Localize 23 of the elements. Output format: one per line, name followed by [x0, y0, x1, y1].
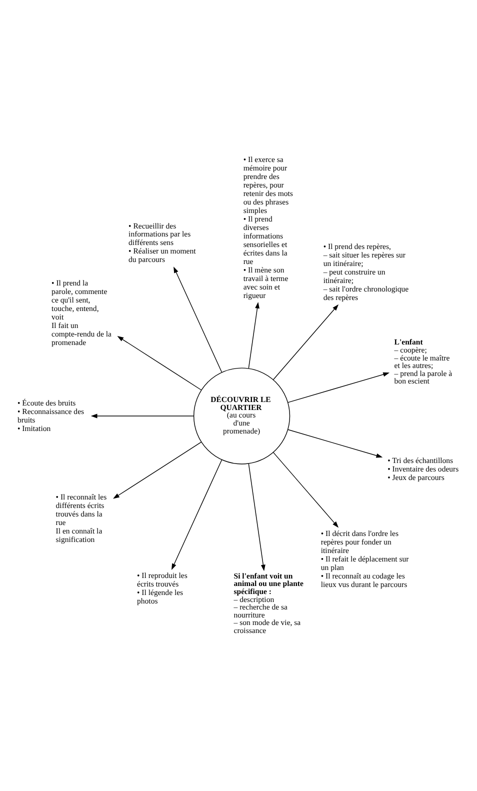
node-text: • Il exerce sa mémoire pour prendre des repères, pour retenir des mots ou des phrases simples • Il prend diverses informations sensorielles et écrites dans la rue • Il mène son travail à terme avec soin et rigueur	[242, 155, 292, 300]
arrow	[287, 429, 382, 458]
arrow	[173, 266, 222, 373]
arrow	[90, 414, 194, 418]
arrow	[287, 372, 390, 403]
node-text: • Écoute des bruits • Reconnaissance des bruits • Imitation	[16, 398, 84, 433]
arrow	[112, 442, 202, 499]
node-text: • Il décrit dans l'ordre les repères pour fonder un itinéraire • Il refait le déplacement sur un plan • Il reconnaît au codage les lieux vus durant le parcours	[320, 529, 408, 590]
node-text: • Il prend la parole, commente ce qu'il sent, touche, entend, voit Il fait un compte-rendu de la promenade	[51, 278, 111, 348]
arrow	[170, 460, 222, 570]
node-text: L'enfant – coopère; – écoute le maître et les autres; – prend la parole à bon escient	[394, 338, 452, 386]
arrow	[116, 336, 202, 390]
node-text: • Il reproduit les écrits trouvés • Il légende les photos	[136, 571, 187, 606]
node-text: • Il reconnaît les différents écrits trouvés dans la rue Il en connaît la signification	[55, 492, 106, 544]
node-text: • Il prend des repères, – sait situer les repères sur un itinéraire; – peut construire un itinéraire; – sait l'ordre chronologique des repères	[322, 242, 408, 302]
node-text: Si l'enfant voit un animal ou une plante spécifique : – description – recherche de sa nourriture – son mode de vie, sa croissance	[233, 571, 303, 635]
node-text: • Recueillir des informations par les différents sens • Réaliser un moment du parcours	[128, 221, 196, 264]
node-circle: DÉCOUVRIR LE QUARTIER (au cours d'une promenade)	[192, 368, 290, 464]
arrow	[248, 463, 265, 572]
arrow	[272, 452, 338, 528]
arrow	[272, 304, 338, 380]
node-text: • Tri des échantillons • Inventaire des odeurs • Jeux de parcours	[387, 456, 458, 482]
arrow	[248, 302, 259, 369]
